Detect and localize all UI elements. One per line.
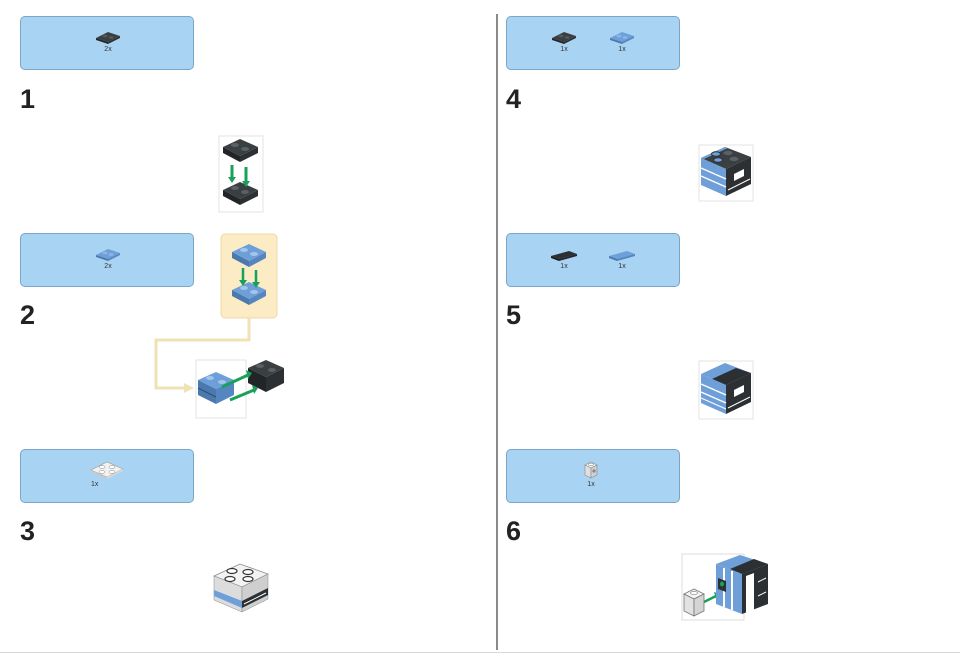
part-item: 1x <box>549 31 579 54</box>
step-number: 3 <box>20 516 36 546</box>
step-5-build-illustration <box>698 360 754 420</box>
plate-2x2-icon <box>610 32 634 44</box>
part-item: 2x <box>93 31 123 54</box>
part-quantity: 2x <box>104 263 112 270</box>
plate-2x2-icon <box>96 249 120 261</box>
tile-1x2-icon <box>609 251 635 261</box>
page-divider <box>496 14 498 650</box>
step-2-substep-illustration <box>154 233 284 419</box>
plate-2x2-icon <box>90 461 124 479</box>
step-number: 1 <box>20 84 36 114</box>
part-item: 1x <box>607 31 637 54</box>
parts-callout-step-6: 1x <box>506 449 680 503</box>
step-number: 5 <box>506 300 522 330</box>
step-6-build-illustration <box>681 553 768 621</box>
part-quantity: 2x <box>104 46 112 53</box>
step-number: 6 <box>506 516 522 546</box>
parts-callout-step-2: 2x <box>20 233 194 287</box>
part-item: 1x <box>547 250 581 271</box>
part-quantity: 1x <box>618 46 626 53</box>
part-quantity: 1x <box>618 263 626 270</box>
step-number: 2 <box>20 300 36 330</box>
part-item: 1x <box>579 460 603 489</box>
parts-callout-step-1: 2x <box>20 16 194 70</box>
part-quantity: 1x <box>91 481 99 488</box>
tile-1x2-icon <box>551 251 577 261</box>
parts-callout-step-5: 1x 1x <box>506 233 680 287</box>
part-quantity: 1x <box>560 46 568 53</box>
parts-callout-step-3: 1x <box>20 449 194 503</box>
step-1-build-illustration <box>218 135 264 213</box>
part-item: 1x <box>605 250 639 271</box>
plate-2x2-icon <box>552 32 576 44</box>
part-item: 2x <box>93 248 123 271</box>
parts-callout-step-4: 1x 1x <box>506 16 680 70</box>
step-3-build-illustration <box>212 563 270 613</box>
step-number: 4 <box>506 84 522 114</box>
brick-1x1-icon <box>584 461 598 479</box>
bottom-rule <box>0 652 960 653</box>
step-4-build-illustration <box>698 144 754 202</box>
part-quantity: 1x <box>587 481 595 488</box>
part-item: 1x <box>87 460 127 489</box>
part-quantity: 1x <box>560 263 568 270</box>
plate-2x2-icon <box>96 32 120 44</box>
